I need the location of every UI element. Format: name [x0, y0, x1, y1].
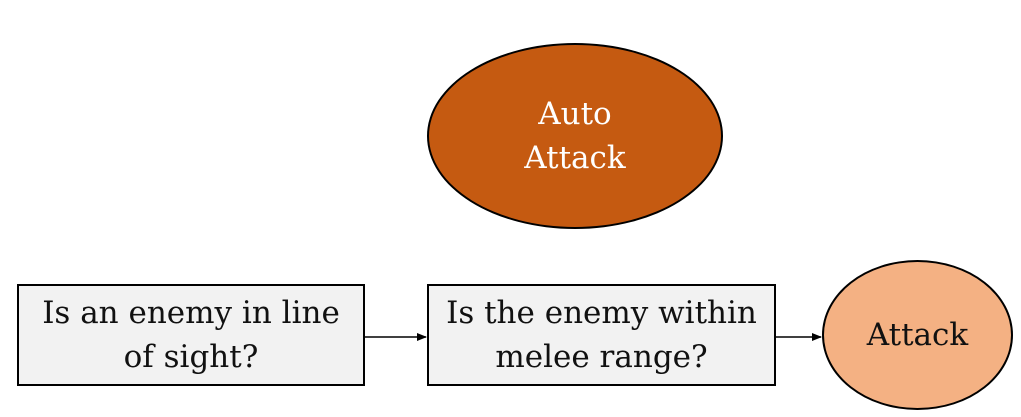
condition-2-label: Is the enemy within melee range? [446, 294, 757, 375]
condition-node-enemy-in-sight: Is an enemy in line of sight? [17, 284, 365, 386]
action-node-attack: Attack [822, 260, 1013, 410]
condition-1-label: Is an enemy in line of sight? [42, 294, 340, 375]
condition-node-enemy-in-melee-range: Is the enemy within melee range? [427, 284, 776, 386]
root-node-label: Auto Attack [524, 95, 626, 176]
action-label: Attack [866, 317, 969, 353]
root-node-auto-attack: Auto Attack [427, 43, 723, 229]
